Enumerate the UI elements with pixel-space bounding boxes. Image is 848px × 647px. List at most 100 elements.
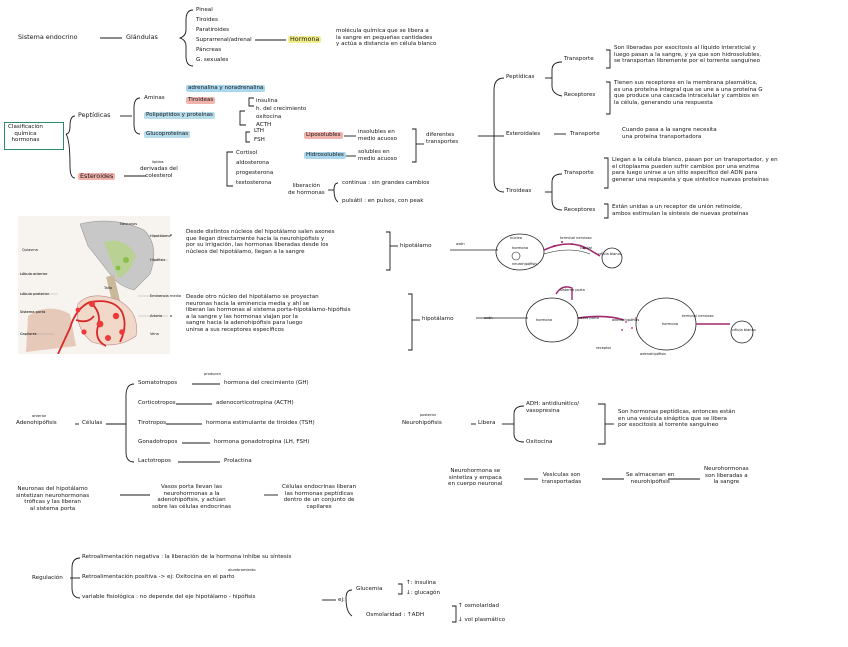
liberacion-continua: continua : sin grandes cambios: [342, 180, 430, 186]
gland-item: Pineal: [196, 7, 213, 13]
illus-label: Tallo: [104, 286, 112, 290]
steroid-item: progesterona: [236, 170, 274, 176]
alumbramiento-note: alumbramiento: [228, 568, 256, 572]
gluco-item: LTH: [254, 128, 264, 134]
cell-hormone: hormona estimulante de tiroides (TSH): [206, 420, 315, 426]
clasificacion-label: Clasificación química hormonas: [8, 124, 43, 144]
hormona-definition: molécula química que se libera a la sang…: [336, 28, 437, 48]
gluco-item: FSH: [254, 137, 265, 143]
hidrosolubles-desc: solubles en medio acuoso: [358, 149, 398, 162]
aminas-label: Aminas: [144, 95, 165, 101]
gland-item: G. sexuales: [196, 57, 229, 63]
illus-label: Sistema porta: [20, 310, 46, 314]
ej-label: ej:: [338, 597, 345, 603]
cell-type: Corticotropos: [138, 400, 176, 406]
glandulas-label: Glándulas: [126, 33, 158, 41]
osmolaridad-up: ↑ osmolaridad: [458, 603, 500, 609]
poly-item: ACTH: [256, 122, 272, 128]
diferentes-transportes: diferentes transportes: [426, 132, 459, 145]
neuronas-step: Neuronas del hipotálamo sintetizan neuro…: [16, 486, 90, 512]
glucemia-up: ↑: insulina: [406, 580, 436, 586]
d1-label: terminal nervioso: [560, 236, 592, 240]
illus-label: Neuronas: [120, 222, 138, 226]
d1-label: neurohipófisis: [512, 262, 538, 266]
illus-label: Lóbulo anterior: [20, 272, 48, 276]
peptidicas-receptores-text: Tienen sus receptores en la membrana pla…: [614, 80, 763, 106]
adeno-sup-note: anterior: [32, 414, 47, 418]
osmolaridad-label: Osmolaridad : ↑ADH: [366, 612, 425, 618]
tiroideas-receptores-text: Están unidas a un receptor de unión reti…: [612, 204, 749, 217]
cell-type: Tirotropos: [138, 420, 167, 426]
adenohipofisis-description: Desde otro núcleo del hipotálamo se proy…: [186, 294, 351, 333]
gland-item: Paratiroides: [196, 27, 230, 33]
illus-label: Eminencia media: [150, 294, 182, 298]
illus-label: Vena: [150, 332, 159, 336]
liposolubles-desc: insolubles en medio acuoso: [358, 129, 398, 142]
steroid-item: aldosterona: [236, 160, 270, 166]
cell-hormone: hormona del crecimiento (GH): [224, 380, 309, 386]
liposolubles-label: Liposolubles: [304, 132, 343, 139]
illus-label: Capilares: [20, 332, 37, 336]
d2-label: hormona: [662, 322, 679, 326]
tiroideas-transporte-text: Llegan a la célula blanco, pasan por un …: [612, 157, 778, 183]
clasificacion-box: [4, 122, 64, 150]
derivadas-label: derivadas del colesterol: [140, 166, 178, 179]
glucemia-down: ↓: glucagón: [406, 590, 441, 596]
illus-label: Arteria: [150, 314, 163, 318]
hidrosolubles-label: Hidrosolubles: [304, 152, 346, 159]
adh-label: ADH: antidiurético/ vasopresina: [526, 401, 580, 414]
libera-label: Libera: [478, 420, 496, 426]
illus-label: Lóbulo posterior: [20, 292, 50, 296]
oxitocina-label: Oxitocina: [526, 439, 553, 445]
sistema-endocrino-label: Sistema endocrino: [18, 33, 78, 41]
polipeptidos-label: Polipéptidos y proteínas: [144, 112, 215, 119]
hipotalamo-label-1: hipotálamo: [400, 243, 432, 249]
d2-label: axón: [484, 316, 493, 320]
steroid-item: Cortisol: [236, 150, 258, 156]
illus-label: Hipotálamo: [150, 234, 171, 238]
almacenan-step: Se almacenan en neurohipófisis: [626, 472, 675, 485]
liberacion-label: liberación de hormonas: [288, 183, 325, 196]
glucoproteinas-label: Glucoproteínas: [144, 131, 191, 138]
retro-positiva: Retroalimentación positiva -> ej: Oxitoc…: [82, 574, 235, 580]
neurohipofisis-label: Neurohipófisis: [402, 420, 442, 426]
d1-label: célula blanco: [598, 252, 622, 256]
tiroideas-label: Tiroideas: [506, 188, 532, 194]
illus-label: Hipófisis: [150, 258, 166, 262]
regulacion-label: Regulación: [32, 575, 63, 581]
neuro-description: Son hormonas peptídicas, entonces están …: [618, 409, 736, 429]
peptidicas-transporte-text: Son liberadas por exocitosis al líquido …: [614, 45, 762, 65]
steroid-item: testosterona: [236, 180, 272, 186]
cell-hormone: adenocorticotropina (ACTH): [216, 400, 294, 406]
d2-label: hormona: [536, 318, 553, 322]
peptidicas-label: Peptídicas: [78, 111, 111, 119]
esteroides-label: Esteroides: [78, 172, 116, 181]
d2-label: receptor: [596, 346, 612, 350]
celulas-endocrinas-step: Células endocrinas liberan las hormonas …: [282, 484, 357, 510]
gland-item: Suprarrenal/adrenal: [196, 37, 252, 43]
amine-item: Tiroideas: [186, 97, 216, 104]
illus-label: Quiasma: [22, 248, 38, 252]
gland-item: Tiroides: [196, 17, 218, 23]
neurohormona-step: Neurohormona se sintetiza y empaca en cu…: [448, 468, 503, 488]
retro-negativa: Retroalimentación negativa : la liberaci…: [82, 554, 292, 560]
poly-item: h. del crecimiento: [256, 106, 307, 112]
neurohipofisis-description: Desde distintos núcleos del hipotálamo s…: [186, 229, 335, 255]
amine-item: adrenalina y noradrenalina: [186, 85, 266, 92]
esteroidales-label: Esteroidales: [506, 131, 541, 137]
liberadas-step: Neurohormonas son liberadas a la sangre: [704, 466, 749, 486]
glucemia-label: Glucemia: [356, 586, 383, 592]
cell-type: Lactotropos: [138, 458, 171, 464]
vasos-step: Vasos porta llevan las neurohormonas a l…: [152, 484, 232, 510]
cell-type: Gonadotropos: [138, 439, 178, 445]
d1-label: axón: [456, 242, 465, 246]
hormona-label: Hormona: [288, 35, 322, 44]
transporte-label: Transporte: [564, 170, 594, 176]
cell-hormone: hormona gonadotropina (LH, FSH): [214, 439, 310, 445]
variable-fisiologica: variable fisiológica : no depende del ej…: [82, 594, 256, 600]
cell-type: Somatotropos: [138, 380, 178, 386]
d1-label: núcleo: [510, 236, 522, 240]
vesiculas-step: Vesículas son transportadas: [542, 472, 582, 485]
